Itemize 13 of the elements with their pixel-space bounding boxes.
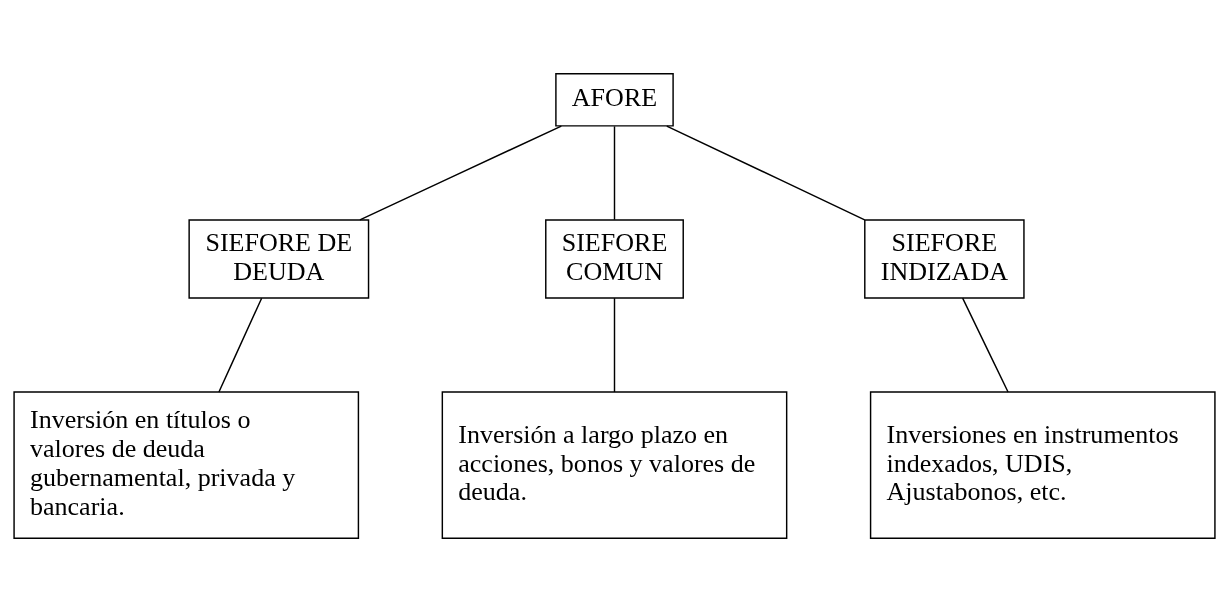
connector [218,296,263,393]
connector [613,296,616,393]
connector [666,124,866,220]
connector [359,124,563,220]
connector [613,125,616,220]
node-box: Inversión en títulos o valores de deuda gubernamental, privada y bancaria. [13,390,360,539]
node-box: AFORE [555,72,674,127]
node-box: Inversión a largo plazo en acciones, bonos y valores de deuda. [441,390,788,539]
node-box: SIEFORE DE DEUDA [188,218,370,299]
node-box: SIEFORE INDIZADA [864,218,1025,299]
node-box: Inversiones en instrumentos indexados, UDIS, Ajustabonos, etc. [869,390,1216,539]
node-box: SIEFORE COMUN [545,218,684,299]
connector [961,296,1009,393]
